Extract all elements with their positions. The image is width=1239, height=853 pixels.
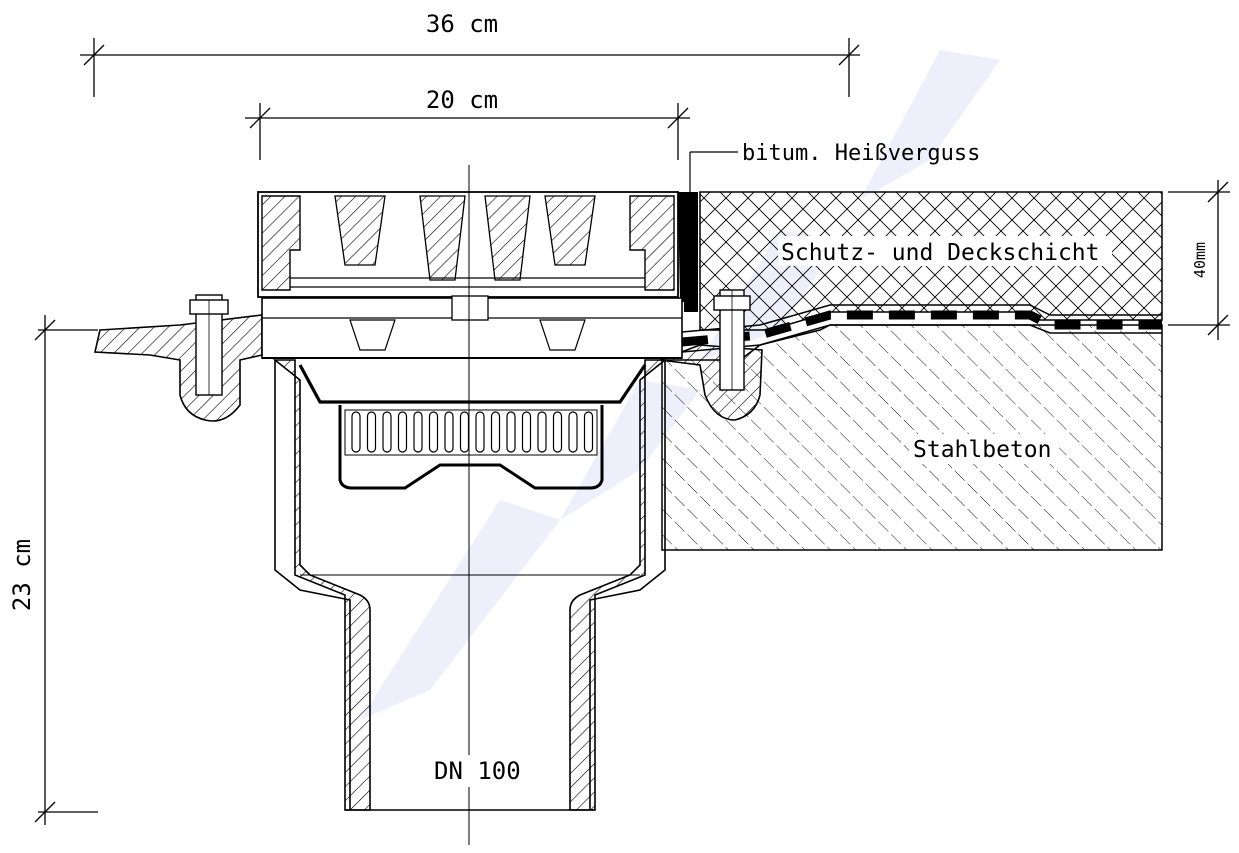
overall-width-label: 36 cm: [426, 10, 498, 38]
bucket-slot: [552, 411, 563, 453]
right-flange: [659, 289, 763, 421]
bucket-slot: [459, 411, 470, 453]
bitumen-sealant: [678, 192, 698, 312]
pipe-label-bg: [425, 755, 535, 787]
left-flange: [94, 294, 263, 422]
layer-thickness-label: 40mm: [1191, 242, 1209, 278]
bucket-slot: [413, 411, 423, 453]
bucket-slot: [475, 411, 485, 453]
dimension-overall-width: 36 cm: [80, 10, 860, 97]
bucket-slot: [568, 411, 578, 453]
bucket-slot: [351, 411, 361, 453]
bucket-slot: [397, 411, 408, 453]
height-label: 23 cm: [8, 539, 36, 611]
bucket-slot: [444, 411, 454, 453]
bucket-slot: [490, 411, 501, 453]
bucket-slot: [537, 411, 547, 453]
sealant-label: bitum. Heißverguss: [742, 141, 980, 166]
dimension-layer-thickness: 40mm: [1168, 180, 1230, 340]
dimension-top-width: 20 cm: [245, 86, 690, 160]
bucket-slot: [583, 411, 594, 453]
bucket-slot: [506, 411, 516, 453]
bucket-slot: [366, 411, 377, 453]
bucket-slot: [382, 411, 392, 453]
drain-body: [272, 359, 668, 811]
waterproof-membrane: [681, 304, 1162, 353]
concrete-label: Stahlbeton: [913, 437, 1051, 463]
pipe-label: DN 100: [434, 757, 521, 785]
concrete-label-bg: [909, 434, 1059, 464]
protective-layer-label: Schutz- und Deckschicht: [781, 240, 1100, 266]
protective-layer-label-bg: [778, 236, 1112, 266]
bucket-slot: [521, 411, 532, 453]
bucket-slots: [351, 411, 594, 453]
sealant-leader: [689, 151, 738, 192]
bucket-slot: [428, 411, 439, 453]
frame-ring: [261, 295, 683, 359]
dimension-height: 23 cm: [8, 315, 98, 825]
top-width-label: 20 cm: [426, 86, 498, 114]
grate: [257, 191, 679, 298]
